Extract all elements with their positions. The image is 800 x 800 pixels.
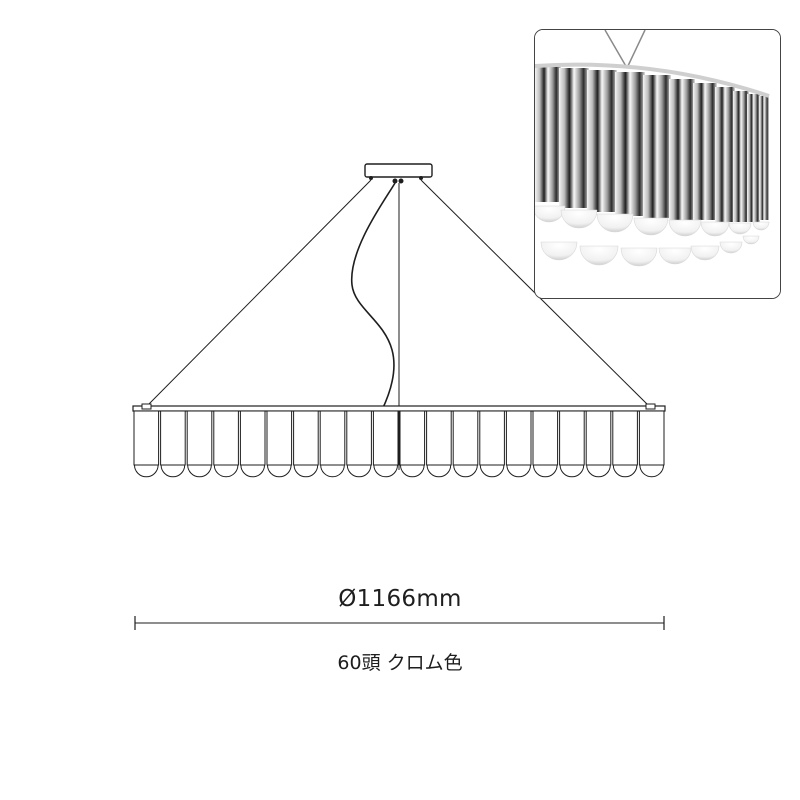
bulb: [559, 464, 585, 478]
tube: [532, 410, 559, 466]
bulb: [373, 464, 398, 478]
chrome-tube: [559, 68, 589, 208]
ring-rail: [132, 405, 666, 412]
tube: [239, 410, 266, 466]
chrome-tube: [733, 91, 749, 222]
bulb: [453, 464, 478, 478]
inset-wire-2: [626, 30, 646, 69]
tube: [186, 410, 213, 466]
canopy-clips: [369, 176, 423, 184]
bulb: [426, 464, 452, 478]
bulb: [533, 464, 558, 478]
bulb: [479, 464, 505, 478]
bulb: [134, 464, 159, 478]
tube: [133, 410, 160, 466]
dimension-label: Ø1166mm: [338, 586, 462, 612]
frosted-bulb: [535, 205, 566, 223]
frosted-bulb: [633, 217, 669, 236]
tube: [559, 410, 585, 466]
tube: [638, 410, 665, 466]
bulb: [267, 464, 292, 478]
tube: [266, 410, 293, 466]
bulb: [240, 464, 265, 478]
chrome-tube: [669, 79, 695, 220]
bulb: [293, 464, 319, 478]
chrome-tube: [715, 87, 735, 222]
tube: [505, 410, 532, 466]
chrome-detail-photo: [535, 30, 780, 298]
frosted-bulb: [540, 241, 578, 261]
bulb: [612, 464, 638, 478]
rail-bracket-right: [645, 403, 656, 410]
tube: [452, 410, 479, 466]
tube: [399, 410, 426, 466]
frosted-bulb: [742, 235, 760, 245]
product-caption: 60頭 クロム色: [337, 652, 463, 674]
chrome-tube: [747, 94, 760, 222]
tube: [160, 410, 186, 466]
frosted-bulb: [700, 221, 730, 237]
chrome-tube: [615, 72, 645, 216]
tube: [479, 410, 505, 466]
light-tubes: [133, 410, 665, 478]
tube: [372, 410, 399, 466]
bulb: [346, 464, 372, 478]
frosted-bulb: [690, 245, 720, 261]
bulb: [639, 464, 664, 478]
tube: [319, 410, 346, 466]
chrome-tube: [535, 66, 561, 202]
frosted-bulb: [719, 241, 743, 254]
tube: [346, 410, 372, 466]
frosted-bulb: [579, 245, 619, 266]
chrome-tube: [643, 75, 671, 218]
bulb: [506, 464, 531, 478]
chrome-tube-row: [535, 62, 770, 222]
bulb: [187, 464, 212, 478]
inset-wire-1: [604, 30, 628, 69]
chrome-tube: [693, 83, 717, 220]
frosted-bulb: [596, 213, 634, 233]
frosted-bulb: [728, 222, 752, 235]
tube: [426, 410, 452, 466]
power-cord: [351, 182, 396, 411]
bulb: [320, 464, 345, 478]
frosted-bulb: [560, 209, 598, 229]
inset-bulb-row: [535, 205, 770, 267]
frosted-bulb: [620, 247, 658, 267]
wire-left: [145, 179, 372, 408]
frosted-bulb: [752, 221, 770, 231]
tube: [612, 410, 638, 466]
bulb: [160, 464, 186, 478]
frosted-bulb: [658, 247, 692, 265]
detail-inset: [534, 29, 781, 299]
tube: [213, 410, 239, 466]
frosted-bulb: [668, 219, 702, 237]
tube: [293, 410, 319, 466]
bulb: [213, 464, 239, 478]
rail-bracket-left: [141, 403, 152, 410]
chrome-tube: [759, 96, 769, 220]
chrome-rim: [535, 62, 770, 98]
chrome-tube: [587, 70, 617, 212]
bulb: [586, 464, 611, 478]
ceiling-canopy: [364, 163, 433, 178]
tube: [585, 410, 612, 466]
bulb: [400, 464, 425, 478]
